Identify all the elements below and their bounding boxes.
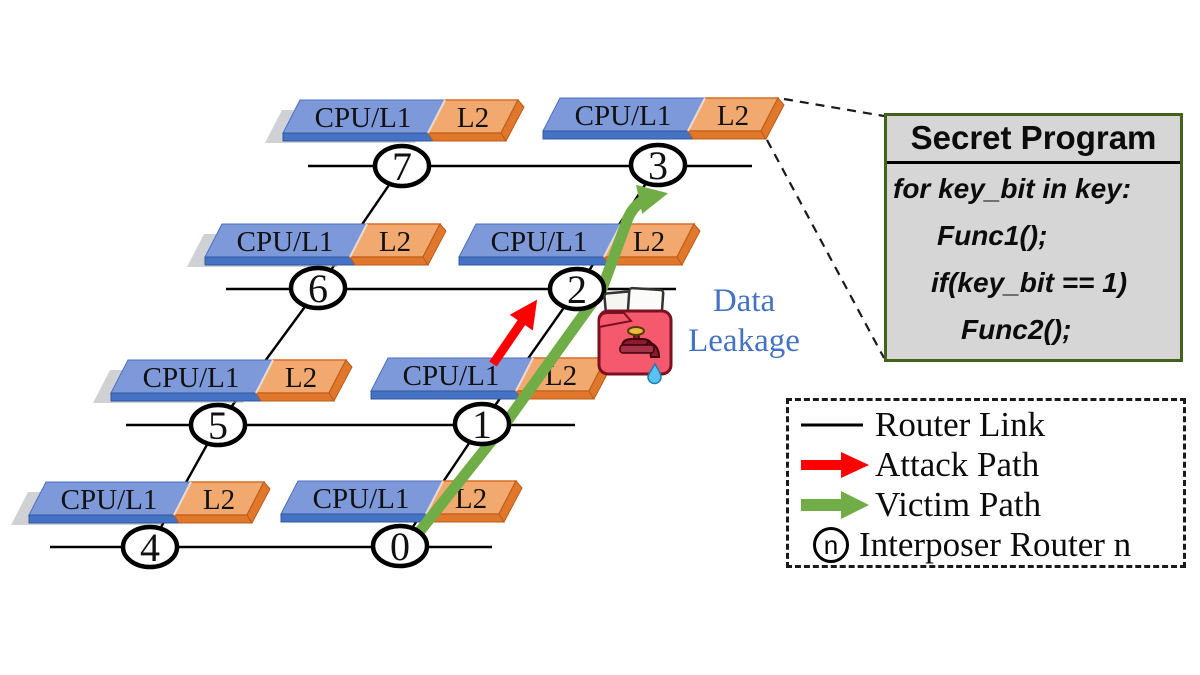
legend-label: Attack Path [875,445,1040,484]
code-line: if(key_bit == 1) [931,267,1128,298]
interposer-router-1: 1 [452,401,512,447]
tile-router4: CPU/L1 L2 [28,481,271,525]
tile-router6: CPU/L1 L2 [204,223,447,267]
legend-label: Router Link [875,405,1046,444]
cpu-l1-label: CPU/L1 [237,226,334,258]
code-line: Func1(); [937,220,1048,251]
legend-item-router-link: Router Link [797,405,1177,445]
svg-text:6: 6 [308,266,328,311]
cpu-l1-label: CPU/L1 [403,360,500,392]
svg-text:0: 0 [390,524,410,569]
svg-text:1: 1 [472,402,492,447]
tiles: CPU/L1 L2 CPU/L1 L2 CPU/L1 L2 [28,97,785,525]
secret-program-title: Secret Program [887,116,1180,164]
l2-label: L2 [379,226,411,258]
svg-text:7: 7 [392,144,412,189]
attack-path-arrow [489,299,538,367]
legend: Router Link Attack Path Victim Path n In… [786,398,1186,568]
tile-router2: CPU/L1 L2 [458,223,701,267]
l2-label: L2 [285,362,317,394]
tile-router0: CPU/L1 L2 [280,480,523,524]
svg-text:5: 5 [208,403,228,448]
code-line: for key_bit in key: [893,173,1132,204]
legend-label: Interposer Router n [859,525,1132,564]
svg-text:3: 3 [648,143,668,188]
secret-program-box: Secret Program for key_bit in key: Func1… [884,113,1183,362]
l2-label: L2 [457,102,489,134]
data-leakage-line1: Data [712,283,776,319]
legend-item-interposer-router: n Interposer Router n [797,525,1177,565]
router-link-icon [801,423,863,427]
legend-item-victim-path: Victim Path [797,485,1177,525]
router-link-2-1 [481,288,578,425]
interposer-router-4: 4 [120,524,180,570]
cpu-l1-label: CPU/L1 [143,362,240,394]
svg-text:4: 4 [140,525,160,570]
cpu-l1-label: CPU/L1 [315,102,412,134]
data-leakage-folder-icon [597,286,673,385]
interposer-router-icon: n [813,527,849,563]
interposer-routers: 7 3 6 2 5 1 4 0 [120,142,688,570]
callout-line-top [783,97,885,118]
secret-program-code: for key_bit in key: Func1(); if(key_bit … [887,164,1180,353]
l2-label: L2 [203,484,235,516]
interposer-router-0: 0 [370,523,430,569]
tile-router3: CPU/L1 L2 [542,97,785,141]
svg-text:2: 2 [567,267,587,312]
water-drop-icon [647,362,662,385]
cpu-l1-label: CPU/L1 [61,484,158,516]
tile-shadows [11,110,432,525]
l2-label: L2 [717,100,749,132]
cpu-l1-label: CPU/L1 [313,483,410,515]
interposer-router-5: 5 [188,402,248,448]
victim-path-arrow [415,184,669,535]
code-line: Func2(); [961,314,1072,345]
faucet-icon [619,326,661,358]
cpu-l1-label: CPU/L1 [575,100,672,132]
interposer-router-2: 2 [547,266,607,312]
legend-label: Victim Path [875,485,1042,524]
tile-router7: CPU/L1 L2 [282,99,525,143]
router-link-6-5 [217,288,319,426]
l2-label: L2 [633,226,665,258]
data-leakage-caption: Data Leakage [668,282,820,361]
attack-path-icon [801,452,869,478]
cpu-l1-label: CPU/L1 [491,226,588,258]
data-leakage-line2: Leakage [688,322,800,359]
tile-router5: CPU/L1 L2 [110,359,353,403]
folder-tab-icon [598,312,633,329]
callout-dashed-lines [766,97,885,359]
victim-path-icon [801,491,869,519]
interposer-router-7: 7 [372,143,432,189]
interposer-router-6: 6 [288,265,348,311]
tile-router1: CPU/L1 L2 [370,357,613,401]
legend-item-attack-path: Attack Path [797,445,1177,485]
interposer-router-3: 3 [628,142,688,188]
